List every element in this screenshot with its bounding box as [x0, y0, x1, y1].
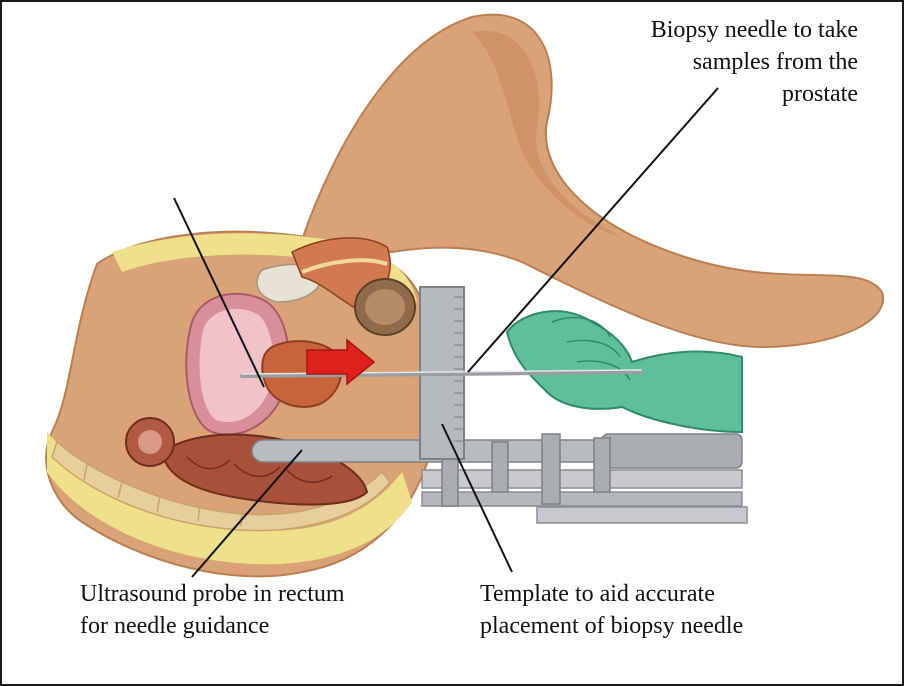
probe-handle — [602, 434, 742, 468]
template-label: Template to aid accurate placement of bi… — [480, 578, 743, 642]
testis-inner — [365, 289, 405, 325]
bowel-loop-inner — [138, 430, 162, 454]
ultrasound-probe-label: Ultrasound probe in rectum for needle gu… — [80, 578, 345, 642]
biopsy-needle-label: Biopsy needle to take samples from the p… — [651, 14, 858, 110]
